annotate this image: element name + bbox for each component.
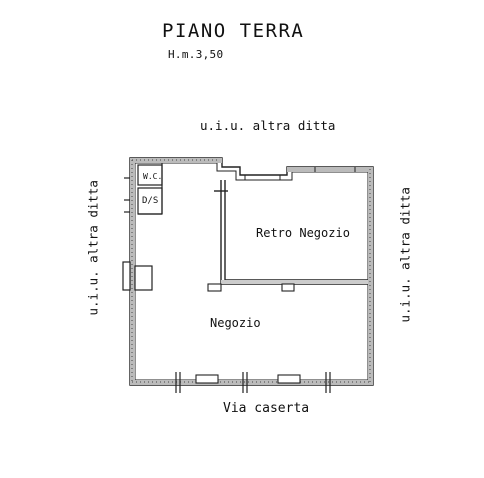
chimney bbox=[134, 265, 153, 291]
street-label: Via caserta bbox=[223, 401, 310, 416]
room-retro-negozio: Retro Negozio bbox=[256, 226, 350, 240]
outer-wall-inner bbox=[134, 162, 369, 381]
plan-title: PIANO TERRA bbox=[162, 20, 305, 42]
pillar bbox=[122, 261, 131, 291]
neighbor-top-label: u.i.u. altra ditta bbox=[200, 118, 336, 133]
neighbor-left-label: u.i.u. altra ditta bbox=[85, 180, 101, 316]
neighbor-right-label: u.i.u. altra ditta bbox=[397, 187, 413, 323]
room-wc: W.C. bbox=[143, 172, 163, 181]
height-label: H.m.3,50 bbox=[168, 48, 224, 61]
room-ds: D/S bbox=[142, 196, 159, 206]
room-negozio: Negozio bbox=[210, 316, 261, 330]
outer-wall bbox=[129, 157, 374, 386]
